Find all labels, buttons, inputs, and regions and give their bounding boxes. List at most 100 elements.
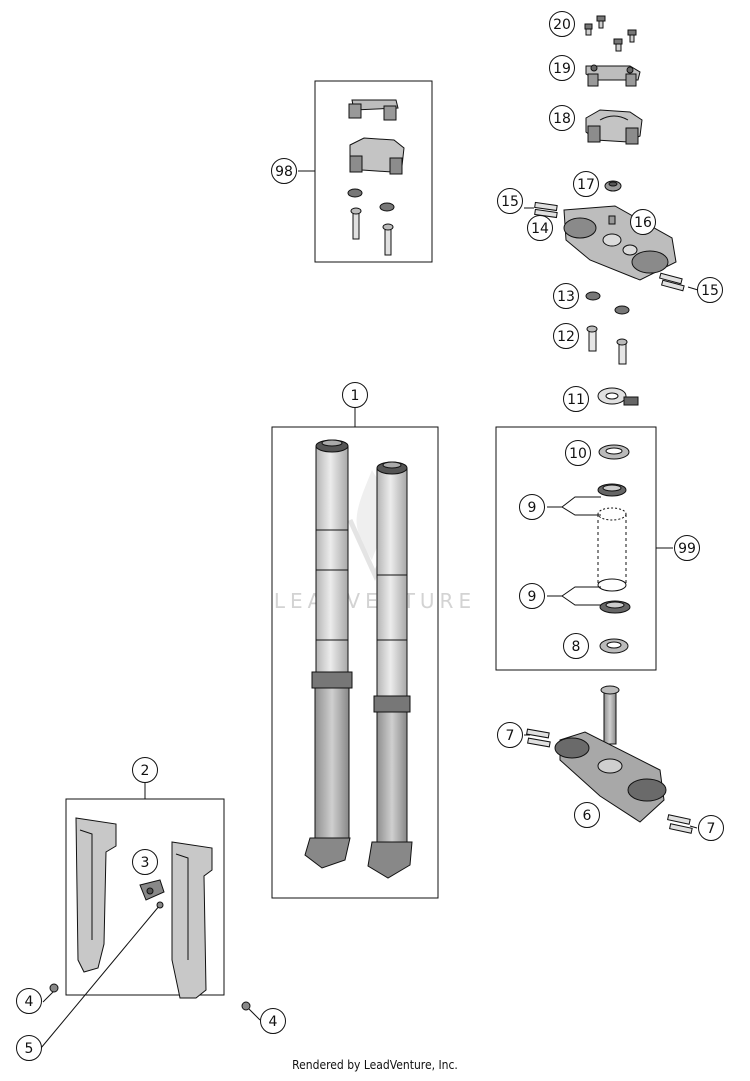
callout-label: 98 bbox=[275, 164, 293, 180]
callout-label: 11 bbox=[567, 392, 585, 408]
callout-label: 1 bbox=[351, 388, 360, 404]
callout-circle bbox=[698, 815, 724, 841]
callout-circle bbox=[16, 988, 42, 1014]
callout-label: 15 bbox=[501, 194, 519, 210]
callout-circle bbox=[630, 209, 656, 235]
part-clamp-18 bbox=[585, 109, 643, 145]
callout-label: 14 bbox=[531, 221, 549, 237]
callout-label: 2 bbox=[141, 763, 150, 779]
callout-circle bbox=[697, 277, 723, 303]
watermark-text: LEADVENTURE bbox=[274, 589, 476, 613]
part-upper-triple-clamp-14 bbox=[534, 201, 685, 292]
callout-10: 10 bbox=[565, 440, 591, 466]
callout-circle bbox=[132, 757, 158, 783]
callout-circle bbox=[497, 722, 523, 748]
callout-17: 17 bbox=[573, 171, 599, 197]
callout-label: 17 bbox=[577, 177, 595, 193]
callout-4: 4 bbox=[260, 1008, 286, 1034]
part-clamp-19 bbox=[585, 64, 641, 87]
callout-16: 16 bbox=[630, 209, 656, 235]
callout-circle bbox=[260, 1008, 286, 1034]
part-clip-3 bbox=[139, 879, 165, 901]
leader-lines bbox=[40, 170, 699, 1049]
part-seal-8 bbox=[599, 638, 629, 654]
part-fork-guards-2 bbox=[49, 817, 251, 1011]
callout-18: 18 bbox=[549, 105, 575, 131]
footer-credit: Rendered by LeadVenture, Inc. bbox=[292, 1058, 458, 1072]
callout-circle bbox=[271, 158, 297, 184]
callout-label: 4 bbox=[269, 1014, 278, 1030]
callout-circle bbox=[574, 802, 600, 828]
callout-label: 9 bbox=[528, 589, 537, 605]
callout-circle bbox=[553, 283, 579, 309]
part-lower-triple-clamp-6 bbox=[526, 685, 693, 834]
callout-label: 6 bbox=[583, 808, 592, 824]
part-pins-12 bbox=[586, 325, 628, 365]
callout-label: 18 bbox=[553, 111, 571, 127]
callout-label: 99 bbox=[678, 541, 696, 557]
callout-12: 12 bbox=[553, 323, 579, 349]
part-seal-10 bbox=[598, 444, 630, 460]
callout-circle bbox=[549, 11, 575, 37]
callout-2: 2 bbox=[132, 757, 158, 783]
callout-circle bbox=[563, 633, 589, 659]
callout-circle bbox=[565, 440, 591, 466]
part-bolts-20 bbox=[584, 15, 637, 52]
callout-3: 3 bbox=[132, 849, 158, 875]
callout-circle bbox=[549, 105, 575, 131]
callout-circle bbox=[553, 323, 579, 349]
callout-label: 20 bbox=[553, 17, 571, 33]
callout-label: 3 bbox=[141, 855, 150, 871]
callout-20: 20 bbox=[549, 11, 575, 37]
callout-7: 7 bbox=[698, 815, 724, 841]
callout-label: 12 bbox=[557, 329, 575, 345]
callout-13: 13 bbox=[553, 283, 579, 309]
part-fork-legs-1 bbox=[304, 439, 413, 879]
part-nut-17 bbox=[604, 180, 622, 192]
callout-label: 16 bbox=[634, 215, 652, 231]
callout-circle bbox=[342, 382, 368, 408]
callout-label: 8 bbox=[572, 639, 581, 655]
callout-label: 7 bbox=[506, 728, 515, 744]
callout-9: 9 bbox=[519, 494, 545, 520]
callout-label: 9 bbox=[528, 500, 537, 516]
callout-label: 15 bbox=[701, 283, 719, 299]
callout-99: 99 bbox=[674, 535, 700, 561]
part-kit-98 bbox=[347, 99, 405, 256]
callout-15: 15 bbox=[497, 188, 523, 214]
callout-9: 9 bbox=[519, 583, 545, 609]
callout-5: 5 bbox=[16, 1035, 42, 1061]
callout-circle bbox=[573, 171, 599, 197]
callout-label: 4 bbox=[25, 994, 34, 1010]
callout-14: 14 bbox=[527, 215, 553, 241]
callout-11: 11 bbox=[563, 386, 589, 412]
callout-8: 8 bbox=[563, 633, 589, 659]
watermark: LEADVENTURE bbox=[274, 470, 476, 613]
callout-circle bbox=[519, 494, 545, 520]
callout-19: 19 bbox=[549, 55, 575, 81]
callout-98: 98 bbox=[271, 158, 297, 184]
callout-7: 7 bbox=[497, 722, 523, 748]
callout-1: 1 bbox=[342, 382, 368, 408]
callout-circle bbox=[16, 1035, 42, 1061]
callout-circle bbox=[674, 535, 700, 561]
group-box-1 bbox=[271, 426, 439, 899]
part-bushings-13 bbox=[585, 291, 630, 315]
callout-circle bbox=[132, 849, 158, 875]
callout-4: 4 bbox=[16, 988, 42, 1014]
callout-label: 13 bbox=[557, 289, 575, 305]
callout-circle bbox=[563, 386, 589, 412]
callout-circle bbox=[519, 583, 545, 609]
callout-15: 15 bbox=[697, 277, 723, 303]
part-ring-11 bbox=[597, 387, 639, 406]
callout-label: 19 bbox=[553, 61, 571, 77]
callout-label: 7 bbox=[707, 821, 716, 837]
callout-circle bbox=[497, 188, 523, 214]
part-bearings-9 bbox=[597, 483, 631, 614]
callout-circle bbox=[527, 215, 553, 241]
callout-circle bbox=[549, 55, 575, 81]
callout-label: 5 bbox=[25, 1041, 34, 1057]
callout-6: 6 bbox=[574, 802, 600, 828]
